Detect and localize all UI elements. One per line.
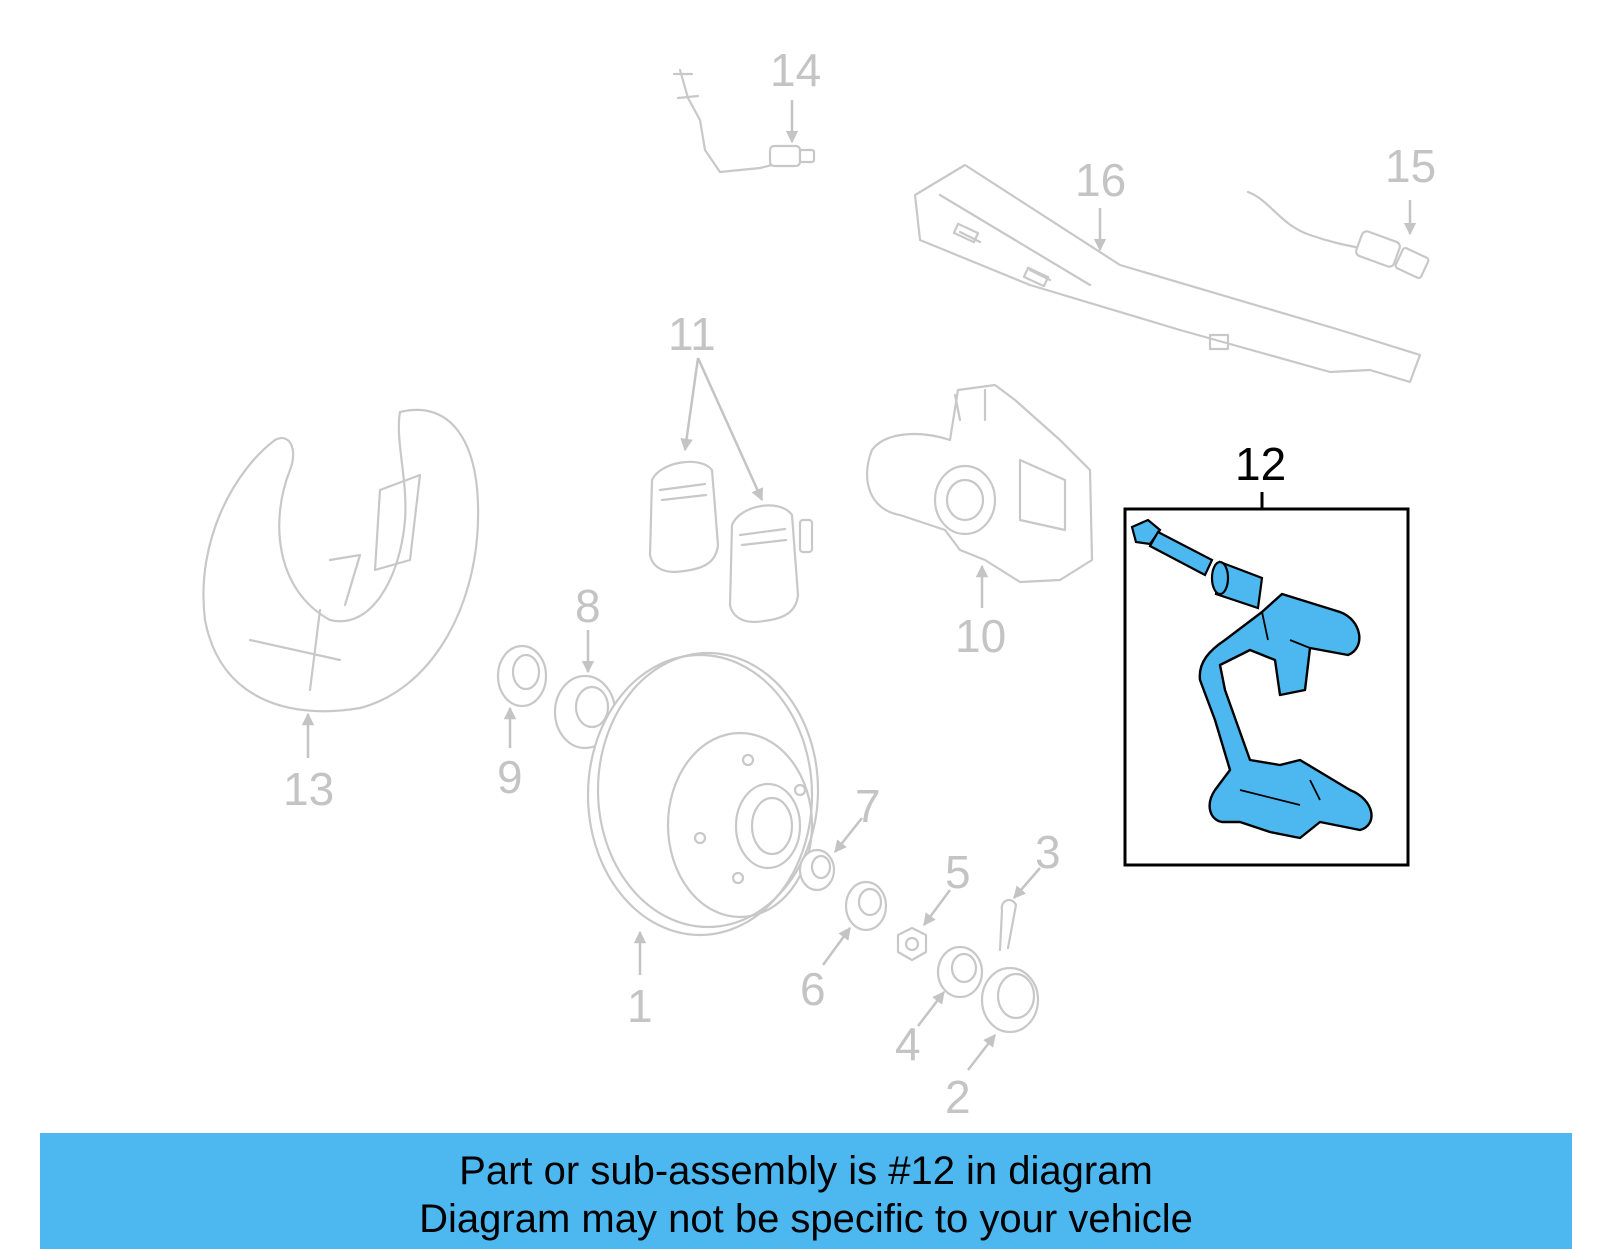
- callout-6[interactable]: 6: [800, 963, 826, 1015]
- part-10-caliper[interactable]: [865, 383, 1094, 584]
- callout-5[interactable]: 5: [945, 846, 971, 898]
- banner-line-2: Diagram may not be specific to your vehi…: [419, 1197, 1193, 1241]
- callout-8[interactable]: 8: [575, 580, 601, 632]
- part-3-cotter-pin[interactable]: [998, 898, 1018, 952]
- callout-7[interactable]: 7: [855, 780, 881, 832]
- callout-9[interactable]: 9: [497, 751, 523, 803]
- callout-2[interactable]: 2: [945, 1071, 971, 1123]
- leader-11a: [680, 357, 700, 452]
- info-banner: Part or sub-assembly is #12 in diagram D…: [40, 1133, 1572, 1249]
- callout-4[interactable]: 4: [895, 1018, 921, 1070]
- part-13-dust-shield[interactable]: [202, 408, 480, 713]
- callout-15[interactable]: 15: [1385, 140, 1436, 192]
- callout-10[interactable]: 10: [955, 610, 1006, 662]
- callout-12[interactable]: 12: [1235, 438, 1286, 490]
- callout-13[interactable]: 13: [283, 763, 334, 815]
- part-11-brake-pads[interactable]: [648, 460, 814, 624]
- leader-4: [917, 991, 945, 1027]
- part-9-seal[interactable]: [496, 644, 548, 708]
- leader-5: [922, 889, 952, 927]
- callout-3[interactable]: 3: [1035, 826, 1061, 878]
- part-6-spacer[interactable]: [844, 880, 888, 932]
- part-2-dust-cap[interactable]: [980, 966, 1040, 1034]
- part-14-brake-hose[interactable]: [672, 68, 816, 174]
- part-15-sensor[interactable]: [1246, 190, 1430, 279]
- part-5-nut[interactable]: [896, 926, 928, 962]
- leader-2: [967, 1034, 996, 1071]
- leader-7: [834, 817, 863, 853]
- leader-11b: [696, 357, 764, 502]
- part-12-caliper-bracket-box[interactable]: 12: [1123, 438, 1410, 867]
- part-1-rotor[interactable]: [586, 651, 820, 937]
- leader-6: [821, 926, 852, 966]
- callout-1[interactable]: 1: [627, 980, 653, 1032]
- banner-line-1: Part or sub-assembly is #12 in diagram: [459, 1149, 1153, 1193]
- part-4-washer[interactable]: [936, 945, 984, 999]
- callout-14[interactable]: 14: [770, 44, 821, 96]
- callout-16[interactable]: 16: [1075, 154, 1126, 206]
- part-16-bracket[interactable]: [913, 163, 1422, 384]
- part-7-bushing[interactable]: [798, 848, 836, 892]
- callout-11[interactable]: 11: [668, 308, 716, 360]
- leader-3: [1013, 867, 1041, 899]
